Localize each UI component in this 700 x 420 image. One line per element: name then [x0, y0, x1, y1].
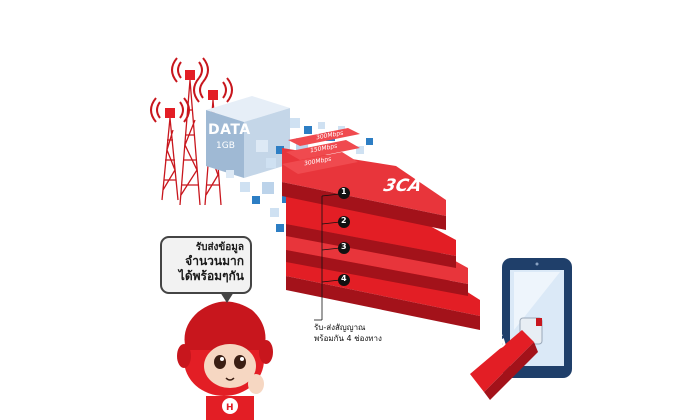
channel-number-1: 1 [341, 187, 347, 196]
channel-number-2: 2 [341, 216, 347, 225]
speech-line-1: รับส่งข้อมูล [195, 242, 244, 253]
speech-line-3: ได้พร้อมๆกัน [178, 269, 244, 283]
data-size: 1GB [216, 141, 235, 151]
channel-number-4: 4 [341, 274, 347, 283]
mascot-icon: H [177, 301, 273, 420]
channel-layers [282, 128, 480, 330]
caption-line-2: พร้อมกัน 4 ช่องทาง [314, 334, 382, 343]
channel-number-3: 3 [341, 242, 347, 251]
svg-text:H: H [226, 403, 234, 413]
channel-caption: รับ-ส่งสัญญาณ พร้อมกัน 4 ช่องทาง [314, 322, 382, 344]
ethernet-plug-icon [470, 317, 543, 400]
data-title: DATA [208, 122, 251, 138]
caption-line-1: รับ-ส่งสัญญาณ [314, 323, 366, 332]
channel-markers [314, 187, 350, 321]
carrier-aggregation-label: 3CA [381, 176, 424, 196]
speech-bubble: รับส่งข้อมูล จำนวนมาก ได้พร้อมๆกัน [160, 236, 252, 303]
speech-line-2: จำนวนมาก [185, 254, 244, 268]
